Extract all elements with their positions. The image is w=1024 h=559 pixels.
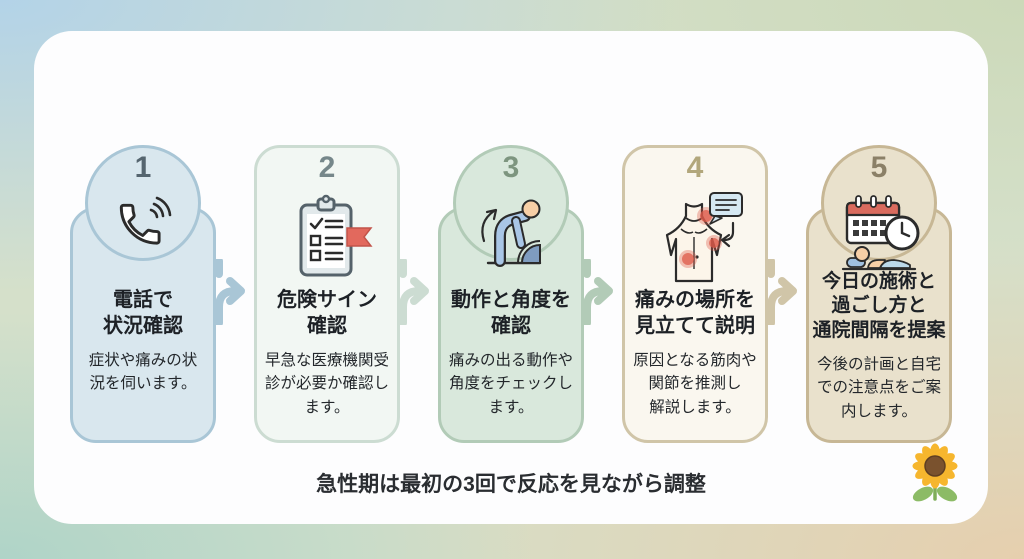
arrow-1-2: [215, 145, 254, 443]
step-3-circle-badge: [453, 145, 569, 261]
step-2-card: 2 危険サイン 確: [254, 145, 400, 443]
steps-row: 1 電話で 状況確認 症状や痛みの状 況を伺います。: [70, 145, 952, 443]
step-1-card: 1 電話で 状況確認 症状や痛みの状 況を伺います。: [70, 145, 216, 443]
step-5-card: 5: [806, 145, 952, 443]
step-4-number: 4: [686, 151, 704, 184]
sunflower-icon: [906, 443, 964, 512]
step-5-description: 今後の計画と自宅 での注意点をご案 内します。: [816, 356, 941, 420]
arrow-3-4: [583, 145, 622, 443]
main-panel: 1 電話で 状況確認 症状や痛みの状 況を伺います。: [34, 31, 988, 524]
step-1-description: 症状や痛みの状 況を伺います。: [88, 352, 198, 393]
step-2-description: 早急な医療機関受 診が必要か確認し ます。: [264, 352, 389, 416]
step-4-title: 痛みの場所を 見立てて説明: [635, 289, 755, 337]
step-3-title: 動作と角度を 確認: [451, 289, 571, 337]
step-4-description: 原因となる筋肉や 関節を推測し 解説します。: [633, 352, 757, 416]
step-1-number: 1: [134, 151, 152, 184]
step-1-title: 電話で 状況確認: [103, 289, 183, 337]
step-3-card: 3 動作と角度を 確認 痛み: [438, 145, 584, 443]
step-3-card-body: [438, 207, 584, 443]
bending-person-icon: [438, 189, 584, 271]
checklist-flag-icon: [254, 191, 400, 281]
step-5-number: 5: [870, 151, 888, 184]
step-5-title: 今日の施術と 過ごし方と 通院間隔を提案: [812, 271, 946, 341]
torso-pain-speech-icon: [622, 191, 768, 283]
step-4-card-body: [622, 145, 768, 443]
step-3-number: 3: [502, 151, 520, 184]
arrow-2-3: [399, 145, 438, 443]
calendar-clock-sleep-icon: [806, 189, 952, 273]
step-3-description: 痛みの出る動作や 角度をチェックし ます。: [448, 352, 573, 416]
arrow-4-5: [767, 145, 806, 443]
step-2-card-body: [254, 145, 400, 443]
phone-call-icon: [70, 189, 216, 251]
step-4-card: 4: [622, 145, 768, 443]
step-2-title: 危険サイン 確認: [277, 289, 377, 337]
step-2-number: 2: [318, 151, 336, 184]
footer-note: 急性期は最初の3回で反応を見ながら調整: [316, 473, 706, 496]
